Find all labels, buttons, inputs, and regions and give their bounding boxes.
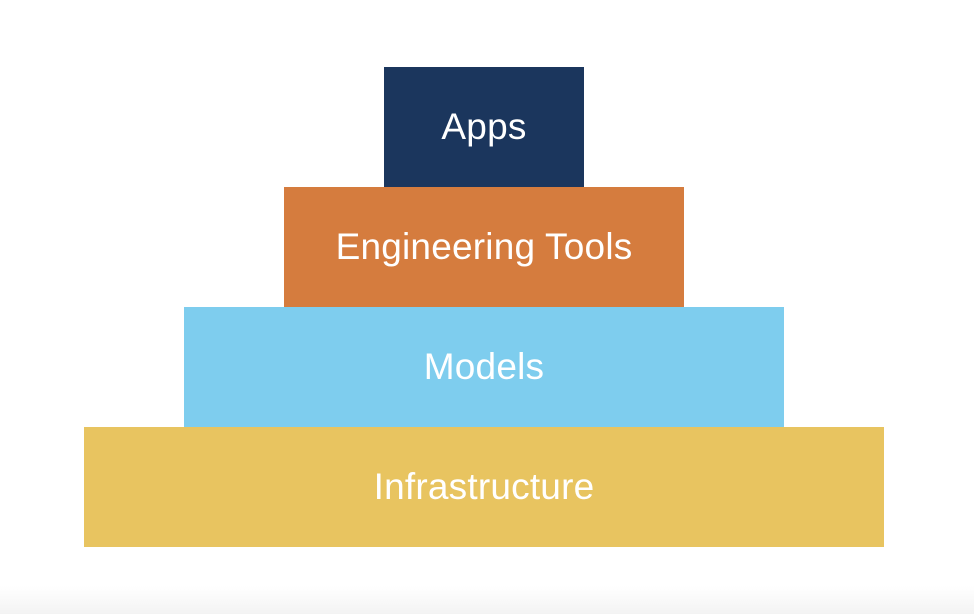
tier-infrastructure: Infrastructure [84,427,884,547]
tier-engineering-tools: Engineering Tools [284,187,684,307]
tier-infrastructure-label: Infrastructure [373,466,595,507]
tier-models: Models [184,307,784,427]
bottom-edge-shade [0,586,974,614]
tier-apps: Apps [384,67,584,187]
tier-engineering-tools-label: Engineering Tools [335,226,633,267]
tier-apps-label: Apps [441,106,527,147]
tier-models-label: Models [423,346,545,387]
